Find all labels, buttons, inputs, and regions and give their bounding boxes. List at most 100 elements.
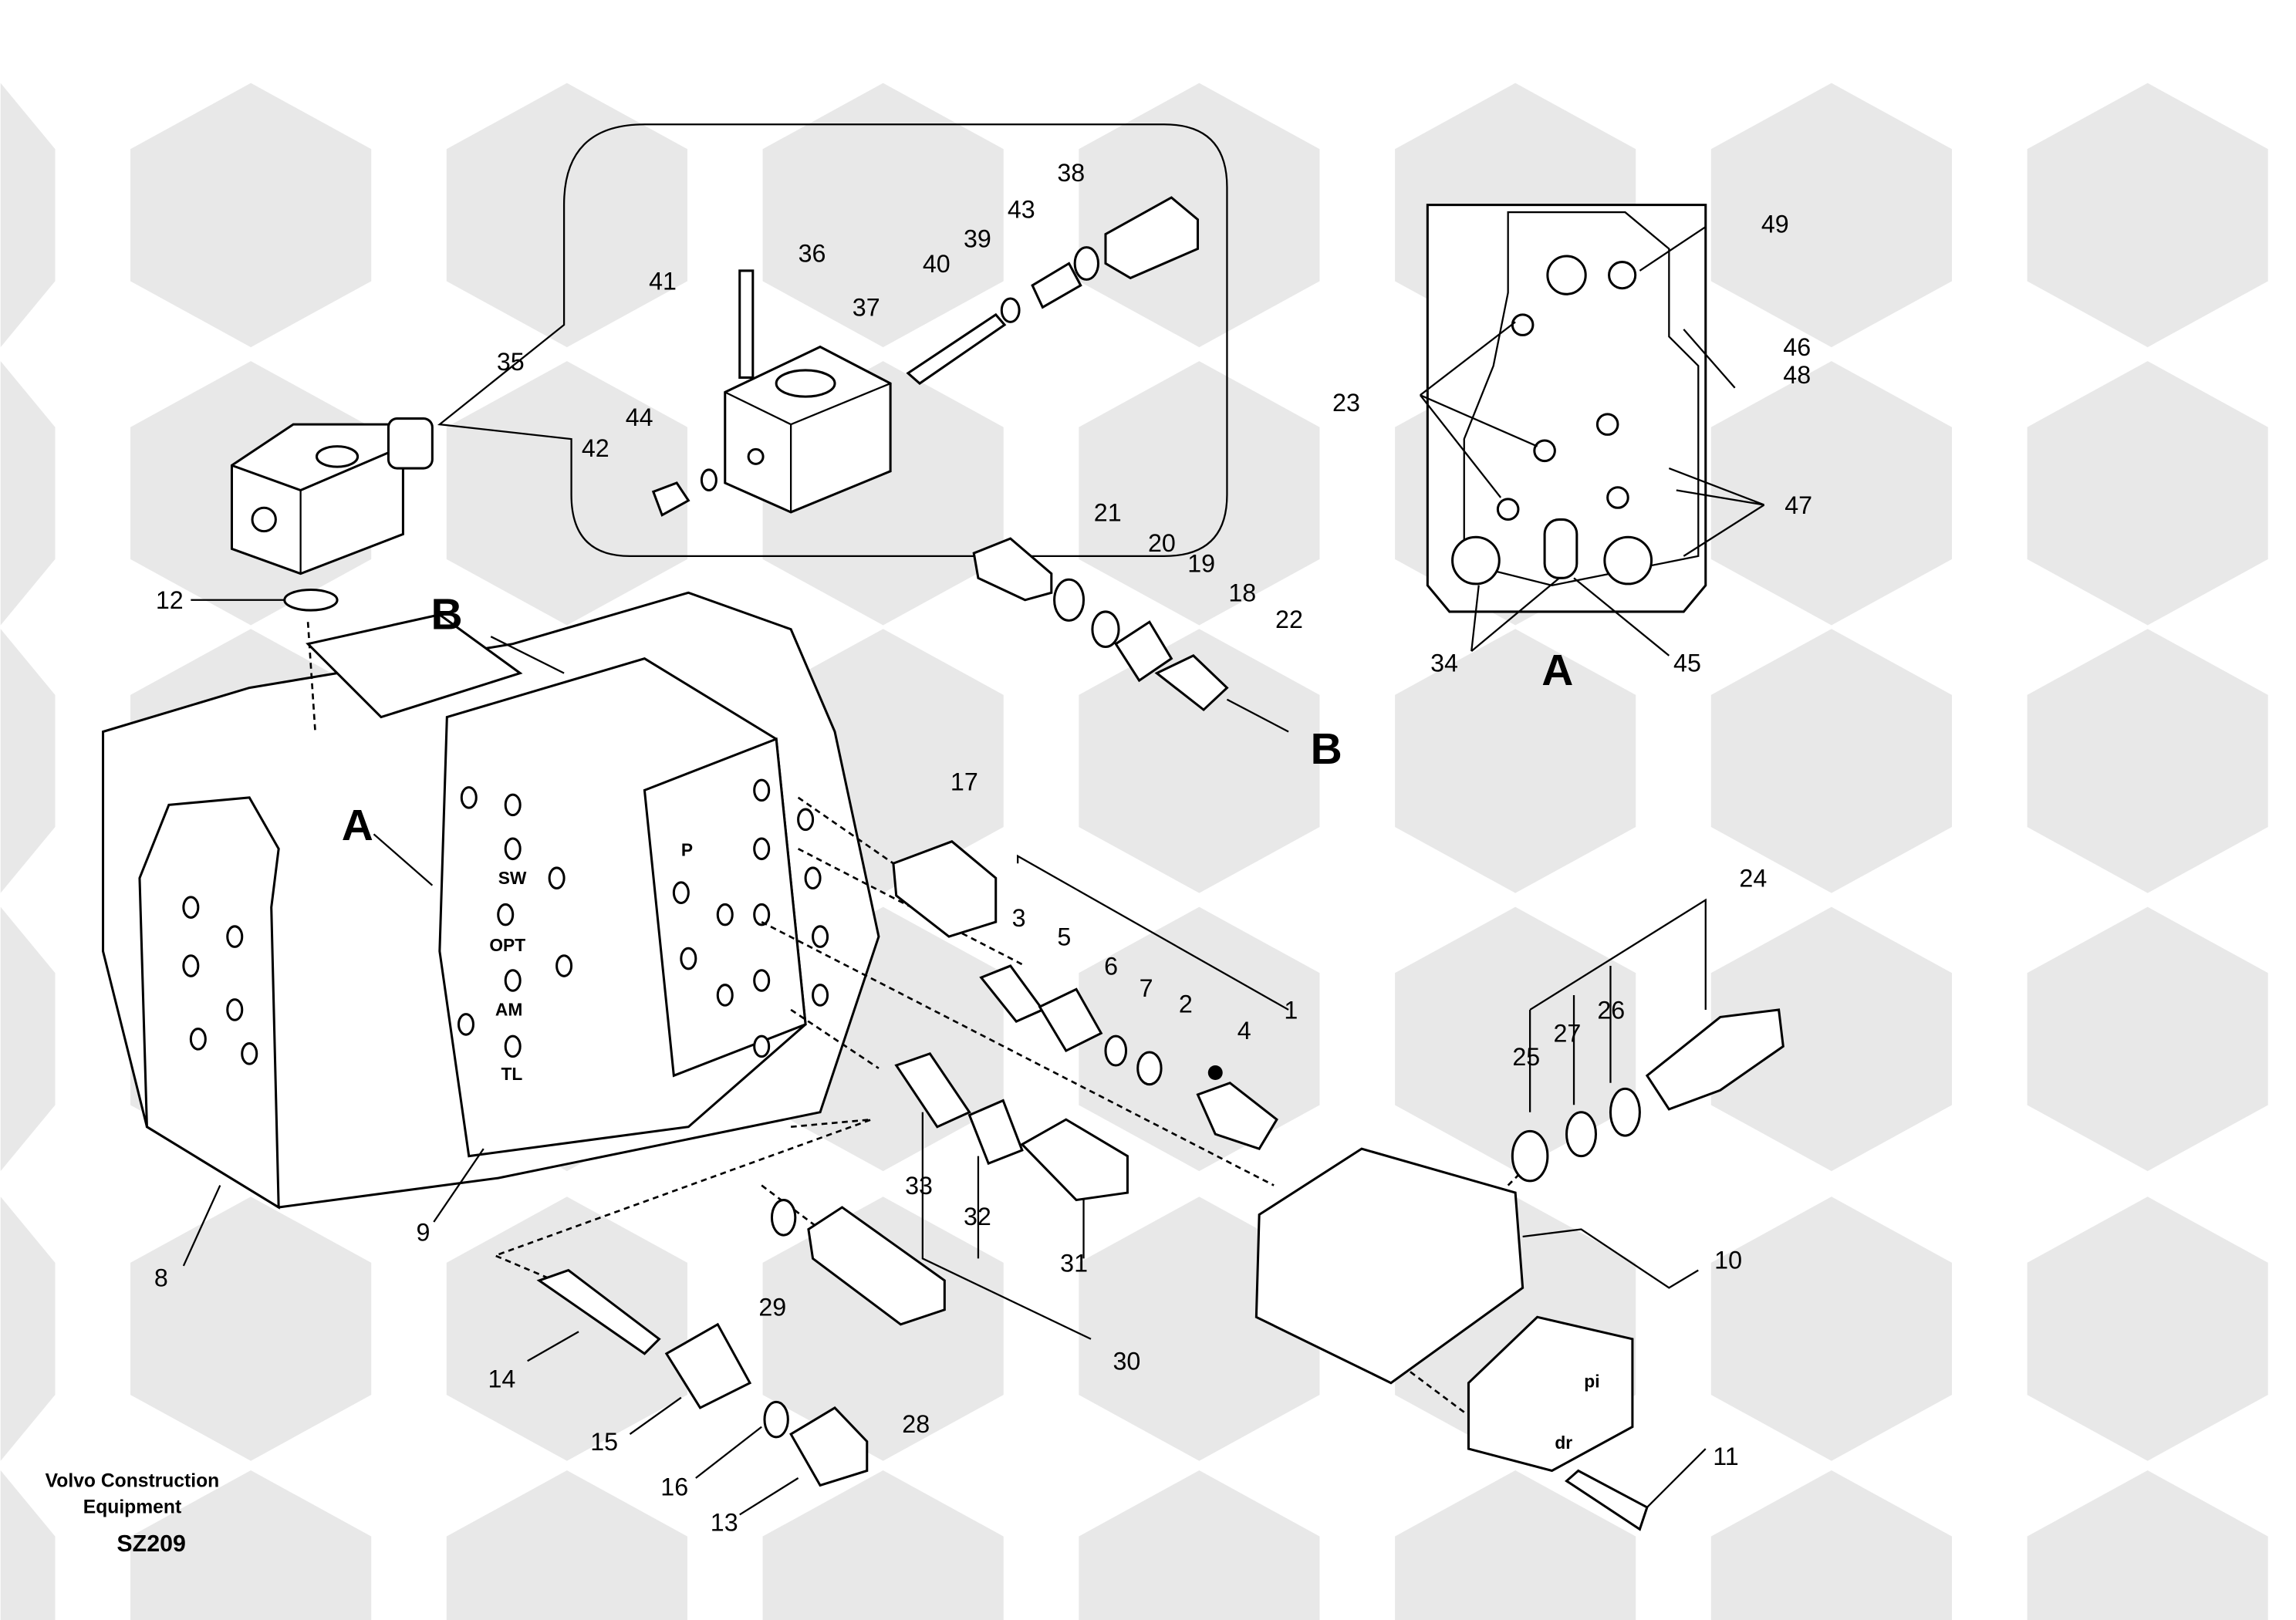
watermark-hexagon [1395, 629, 1636, 893]
callout-34: 34 [1430, 650, 1458, 677]
callout-48: 48 [1783, 361, 1811, 389]
callout-8: 8 [154, 1264, 168, 1291]
watermark-hexagon [0, 629, 56, 893]
oring-25 [1511, 1129, 1549, 1183]
port-hole [497, 903, 515, 926]
callout-19: 19 [1187, 550, 1215, 578]
callout-4: 4 [1237, 1017, 1251, 1045]
callout-18: 18 [1228, 579, 1256, 607]
port-hole [504, 837, 522, 861]
callout-30: 30 [1113, 1348, 1140, 1375]
oring-19 [1091, 610, 1120, 649]
spring-18 [1114, 620, 1173, 683]
callout-49: 49 [1761, 211, 1789, 238]
port-label-pi: pi [1584, 1371, 1599, 1391]
callout-11: 11 [1713, 1443, 1738, 1470]
watermark-hexagon [762, 1470, 1004, 1620]
callout-1: 1 [1284, 996, 1298, 1024]
watermark-hexagon [1710, 1470, 1952, 1620]
view-marker-b-detail: B [1311, 724, 1342, 774]
callout-labels: 38 43 39 40 41 36 37 35 44 42 21 20 19 1… [154, 159, 1812, 1536]
callout-45: 45 [1673, 650, 1701, 677]
watermark-hexagon [130, 1196, 372, 1461]
plug-42 [651, 481, 690, 517]
spool-14 [536, 1268, 661, 1355]
block-pilot [1467, 1315, 1634, 1473]
callout-17: 17 [950, 768, 978, 795]
callout-12: 12 [156, 586, 184, 614]
port-hole [812, 925, 829, 948]
watermark-hexagon [446, 83, 687, 348]
port-hole [226, 925, 244, 948]
watermark-hexagon [0, 361, 56, 626]
watermark-hexagon [0, 83, 56, 348]
callout-42: 42 [582, 434, 609, 462]
spring-32 [967, 1099, 1024, 1166]
callout-3: 3 [1012, 904, 1026, 932]
ball-2 [1207, 1065, 1223, 1080]
watermark-hexagon [130, 1470, 372, 1620]
port-hole [504, 969, 522, 992]
callout-38: 38 [1057, 159, 1085, 187]
watermark-hexagon [1395, 1470, 1636, 1620]
watermark-hexagon [1710, 1196, 1952, 1461]
oring-44 [700, 468, 718, 492]
port-hole [460, 786, 478, 809]
port-label-am: AM [495, 1000, 522, 1020]
callout-46: 46 [1783, 333, 1811, 361]
oring-16 [763, 1400, 789, 1439]
callout-16: 16 [660, 1473, 688, 1501]
oring-29 [770, 1199, 797, 1237]
plug-21 [972, 537, 1053, 602]
ring-6 [1104, 1034, 1128, 1067]
callout-43: 43 [1008, 196, 1035, 224]
valve-24 [1645, 1008, 1784, 1111]
port-label-dr: dr [1555, 1433, 1572, 1453]
spring-39 [1031, 262, 1082, 309]
port-hole [716, 903, 734, 926]
callout-31: 31 [1060, 1250, 1088, 1277]
port-hole [504, 793, 522, 817]
seal-27 [1565, 1111, 1598, 1158]
bolt-41 [738, 269, 755, 379]
valve-28 [807, 1206, 946, 1326]
callout-26: 26 [1597, 996, 1625, 1024]
port-label-sw: SW [498, 868, 527, 888]
oring-43 [1073, 246, 1100, 281]
watermark-hexagon [1710, 83, 1952, 348]
port-hole [716, 984, 734, 1007]
watermark-hexagon [2027, 1196, 2268, 1461]
callout-37: 37 [853, 294, 880, 322]
plug-13 [789, 1406, 869, 1487]
solenoid-valve-35 [230, 417, 434, 575]
watermark-hexagon [2027, 361, 2268, 626]
watermark-hexagon [446, 1470, 687, 1620]
port-hole [672, 881, 690, 904]
callout-14: 14 [488, 1365, 515, 1392]
piston-22 [1154, 654, 1229, 712]
port-hole [241, 1042, 258, 1065]
watermark-hexagon [1079, 1470, 1320, 1620]
port-hole [753, 1034, 771, 1058]
port-hole [753, 778, 771, 802]
plug-31 [1020, 1118, 1129, 1202]
port-hole [804, 866, 822, 890]
watermark-hexagon [1079, 83, 1320, 348]
view-marker-b-main: B [430, 590, 462, 640]
callout-25: 25 [1512, 1043, 1540, 1071]
callout-35: 35 [497, 348, 525, 376]
watermark-hexagon [2027, 906, 2268, 1172]
callout-7: 7 [1140, 974, 1153, 1002]
spool-33 [894, 1052, 971, 1129]
oring-12 [283, 588, 339, 612]
footer-company-line2: Equipment [83, 1497, 181, 1518]
footer-company-line1: Volvo Construction [46, 1470, 220, 1491]
callout-39: 39 [964, 225, 991, 253]
plug-4 [1196, 1082, 1278, 1150]
port-label-tl: TL [501, 1064, 523, 1084]
spool-37 [906, 312, 1007, 385]
watermark-hexagon [1079, 629, 1320, 893]
watermark-hexagon [1395, 906, 1636, 1172]
spring-5 [1038, 987, 1103, 1053]
